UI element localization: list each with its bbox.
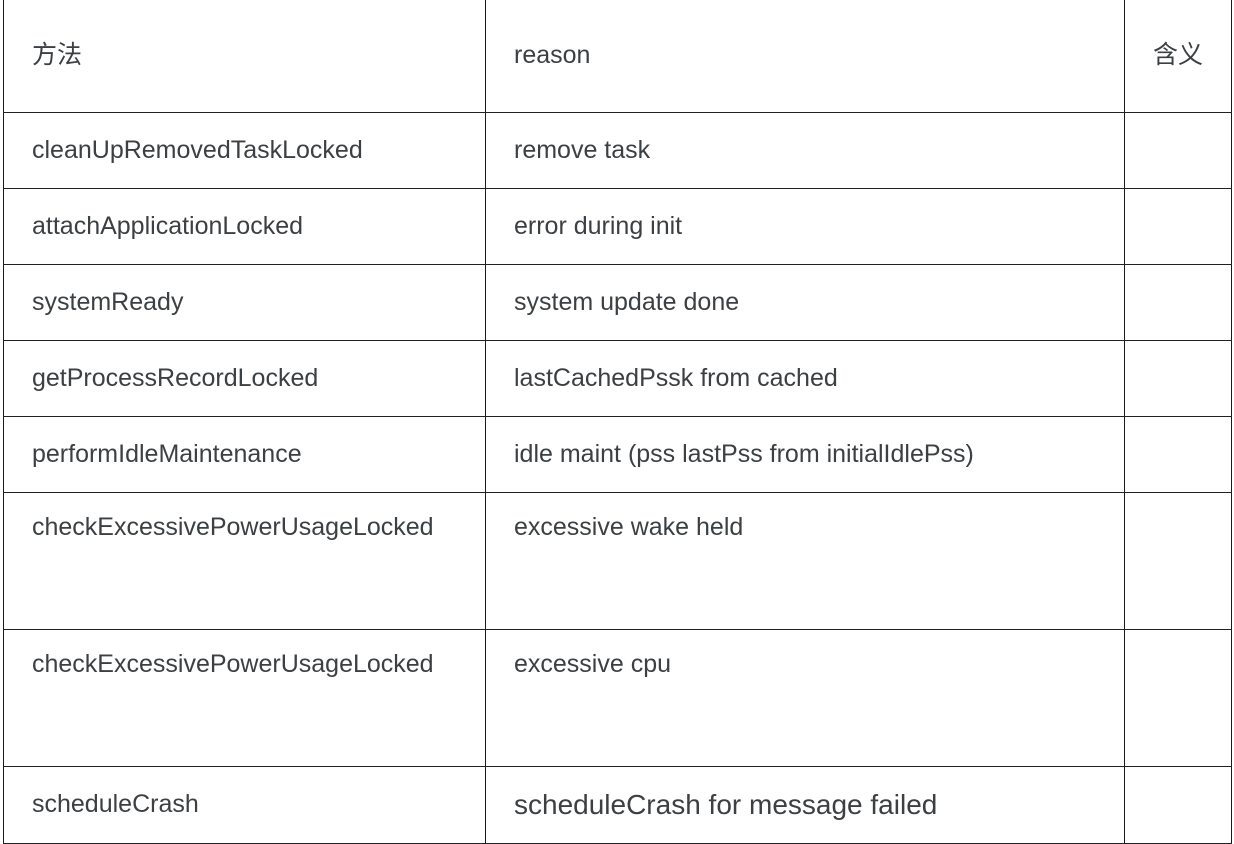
cell-method: cleanUpRemovedTaskLocked xyxy=(3,112,486,189)
cell-method: checkExcessivePowerUsageLocked xyxy=(3,629,486,767)
cell-reason: idle maint (pss lastPss from initialIdle… xyxy=(485,416,1125,493)
table-row: attachApplicationLocked error during ini… xyxy=(3,188,1232,265)
cell-method: attachApplicationLocked xyxy=(3,188,486,265)
cell-reason: error during init xyxy=(485,188,1125,265)
table-row: scheduleCrash scheduleCrash for message … xyxy=(3,766,1232,844)
cell-meaning xyxy=(1124,340,1232,417)
table-header-row: 方法 reason 含义 xyxy=(3,0,1232,113)
cell-method: performIdleMaintenance xyxy=(3,416,486,493)
cell-meaning xyxy=(1124,416,1232,493)
cell-reason: excessive cpu xyxy=(485,629,1125,767)
table-row: systemReady system update done xyxy=(3,264,1232,341)
cell-reason: scheduleCrash for message failed xyxy=(485,766,1125,844)
column-header-reason: reason xyxy=(485,0,1125,113)
table-row: cleanUpRemovedTaskLocked remove task xyxy=(3,112,1232,189)
table-body: cleanUpRemovedTaskLocked remove task att… xyxy=(3,112,1232,844)
cell-method: checkExcessivePowerUsageLocked xyxy=(3,492,486,630)
cell-reason: remove task xyxy=(485,112,1125,189)
column-header-method: 方法 xyxy=(3,0,486,113)
column-header-meaning: 含义 xyxy=(1124,0,1232,113)
table-row: getProcessRecordLocked lastCachedPssk fr… xyxy=(3,340,1232,417)
cell-meaning xyxy=(1124,112,1232,189)
cell-meaning xyxy=(1124,264,1232,341)
cell-method: getProcessRecordLocked xyxy=(3,340,486,417)
document-table-container: 方法 reason 含义 cleanUpRemovedTaskLocked re… xyxy=(3,0,1232,844)
cell-reason: lastCachedPssk from cached xyxy=(485,340,1125,417)
cell-method: scheduleCrash xyxy=(3,766,486,844)
cell-meaning xyxy=(1124,188,1232,265)
cell-meaning xyxy=(1124,492,1232,630)
method-reason-table: 方法 reason 含义 cleanUpRemovedTaskLocked re… xyxy=(3,0,1232,844)
table-row: checkExcessivePowerUsageLocked excessive… xyxy=(3,629,1232,767)
cell-method: systemReady xyxy=(3,264,486,341)
cell-meaning xyxy=(1124,766,1232,844)
table-head: 方法 reason 含义 xyxy=(3,0,1232,113)
cell-reason: excessive wake held xyxy=(485,492,1125,630)
cell-reason: system update done xyxy=(485,264,1125,341)
cell-meaning xyxy=(1124,629,1232,767)
table-row: checkExcessivePowerUsageLocked excessive… xyxy=(3,492,1232,630)
table-row: performIdleMaintenance idle maint (pss l… xyxy=(3,416,1232,493)
